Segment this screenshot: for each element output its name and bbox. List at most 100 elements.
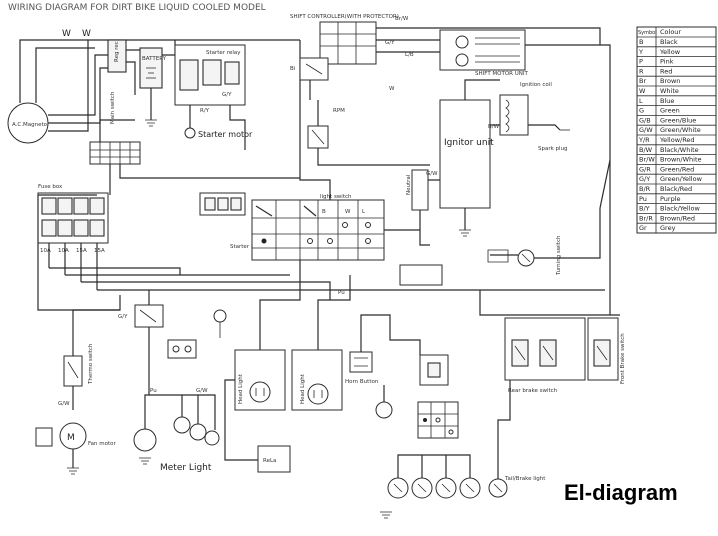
legend-colour: Pink: [660, 58, 674, 66]
ignitor-unit: Ignitor unit: [439, 99, 494, 209]
legend-colour: Green/Red: [660, 165, 694, 173]
svg-text:Pu: Pu: [338, 290, 345, 296]
diagram-header: WIRING DIAGRAM FOR DIRT BIKE LIQUID COOL…: [8, 3, 266, 13]
svg-text:Horn Button: Horn Button: [345, 379, 379, 385]
legend-symbol: G/Y: [639, 175, 650, 183]
svg-text:R/Y: R/Y: [200, 108, 210, 114]
head-light-left: Head Light: [234, 349, 286, 411]
legend-symbol: P: [639, 58, 643, 66]
legend-colour: Grey: [660, 224, 676, 232]
legend-symbol: L: [639, 97, 643, 105]
main-switch: Main switch: [89, 91, 141, 165]
svg-text:Main switch: Main switch: [110, 91, 116, 124]
fan-motor: M Fan motor: [59, 422, 117, 450]
svg-text:W: W: [389, 86, 395, 92]
svg-text:Fuse box: Fuse box: [38, 184, 63, 190]
svg-text:Rear brake switch: Rear brake switch: [508, 388, 558, 394]
svg-text:L: L: [362, 209, 366, 215]
svg-text:Symbol: Symbol: [638, 30, 657, 36]
legend-symbol: Gr: [639, 224, 647, 232]
colour-legend: Symbol Colour: [636, 26, 717, 234]
svg-text:B: B: [322, 209, 326, 215]
legend-symbol: Y/R: [638, 136, 650, 144]
oil-switch: G/Y: [118, 304, 164, 328]
svg-text:Fan motor: Fan motor: [88, 441, 117, 447]
svg-text:G/W: G/W: [196, 388, 208, 394]
legend-colour: White: [660, 87, 679, 95]
svg-text:Spark plug: Spark plug: [538, 146, 568, 152]
front-brake-switch: Front Brake switch: [587, 317, 626, 384]
head-light-right: Head Light: [291, 349, 343, 411]
svg-text:Pu: Pu: [150, 388, 157, 394]
svg-text:10A: 10A: [40, 248, 51, 254]
legend-colour: Blue: [660, 97, 674, 105]
svg-text:B/W: B/W: [488, 124, 500, 130]
starter-relay: Starter relay: [174, 44, 246, 106]
legend-colour: Purple: [660, 195, 681, 203]
legend-symbol: Pu: [639, 195, 647, 203]
starter-button: Starter Button: [199, 192, 270, 250]
dimmer-switch: [417, 401, 459, 439]
svg-text:Head Light: Head Light: [238, 373, 244, 404]
svg-text:Head Light: Head Light: [300, 373, 306, 404]
ac-magneto: A.C.Magneto: [7, 102, 49, 144]
ignition-coil: Ignition coil: [499, 82, 552, 136]
battery: BATTERY: [139, 47, 167, 89]
legend-colour: Brown: [660, 77, 680, 85]
svg-text:A.C.Magneto: A.C.Magneto: [12, 122, 48, 128]
legend-symbol: B/R: [639, 185, 651, 193]
svg-text:Bi: Bi: [290, 66, 296, 72]
legend-colour: Green/Blue: [660, 116, 696, 124]
svg-text:M: M: [67, 433, 75, 443]
svg-text:G/W: G/W: [58, 401, 70, 407]
svg-text:RPM: RPM: [333, 108, 345, 114]
svg-text:Starter relay: Starter relay: [206, 50, 241, 56]
starter-motor: Starter motor: [184, 127, 253, 139]
svg-text:Tail/Brake light: Tail/Brake light: [504, 476, 546, 482]
svg-text:Thermo switch: Thermo switch: [88, 343, 94, 385]
legend-symbol: R: [639, 67, 644, 75]
svg-text:Neutral: Neutral: [406, 174, 412, 195]
legend-colour: Yellow/Red: [659, 136, 695, 144]
shift-motor-unit: SHIFT MOTOR UNIT: [439, 29, 529, 77]
diode: [167, 339, 197, 359]
fan-relay: [35, 427, 53, 447]
svg-text:Starter Button: Starter Button: [230, 244, 270, 250]
svg-text:Meter Light: Meter Light: [160, 463, 212, 473]
svg-text:Br/W: Br/W: [395, 16, 409, 22]
svg-text:10A: 10A: [58, 248, 69, 254]
rear-brake-switches: Rear brake switch: [504, 317, 586, 394]
legend-colour: Red: [660, 67, 672, 75]
svg-text:W: W: [62, 29, 71, 39]
legend-colour: Green/White: [660, 126, 701, 134]
legend-symbol: G/R: [639, 165, 651, 173]
legend-symbol: Br/R: [639, 214, 653, 222]
legend-colour: Black/White: [660, 146, 699, 154]
horn-button: Horn Button: [345, 351, 379, 385]
legend-symbol: B/Y: [639, 205, 650, 213]
legend-symbol: B/W: [639, 146, 653, 154]
legend-colour: Black: [660, 38, 678, 46]
svg-text:Starter motor: Starter motor: [198, 130, 253, 139]
temp-gauge: [213, 309, 227, 338]
legend-colour: Green: [660, 107, 680, 115]
svg-text:Front Brake switch: Front Brake switch: [620, 333, 626, 384]
fuse-box: Fuse box 10A 10A 15A 15A: [37, 184, 109, 254]
turning-switch: Turning switch: [517, 235, 562, 276]
svg-text:G/Y: G/Y: [385, 40, 395, 46]
legend-symbol: Br/W: [639, 156, 655, 164]
legend-colour: Brown/Red: [660, 214, 695, 222]
diagram-title: El-diagram: [564, 480, 678, 505]
shift-controller: SHIFT CONTROLLER(WITH PROTECTOR): [290, 14, 399, 65]
light-switch: light switch B W L: [251, 194, 385, 261]
legend-symbol: Br: [639, 77, 646, 85]
spark-plug: Spark plug: [538, 129, 570, 152]
tail-lights: Tail/Brake light: [387, 476, 546, 499]
fan-controller: [399, 264, 443, 286]
neutral-indicator: Neutral: [406, 169, 429, 211]
svg-text:W: W: [345, 209, 351, 215]
rpm-sensor: RPM: [307, 108, 345, 149]
svg-text:Reg rec: Reg rec: [114, 41, 120, 62]
